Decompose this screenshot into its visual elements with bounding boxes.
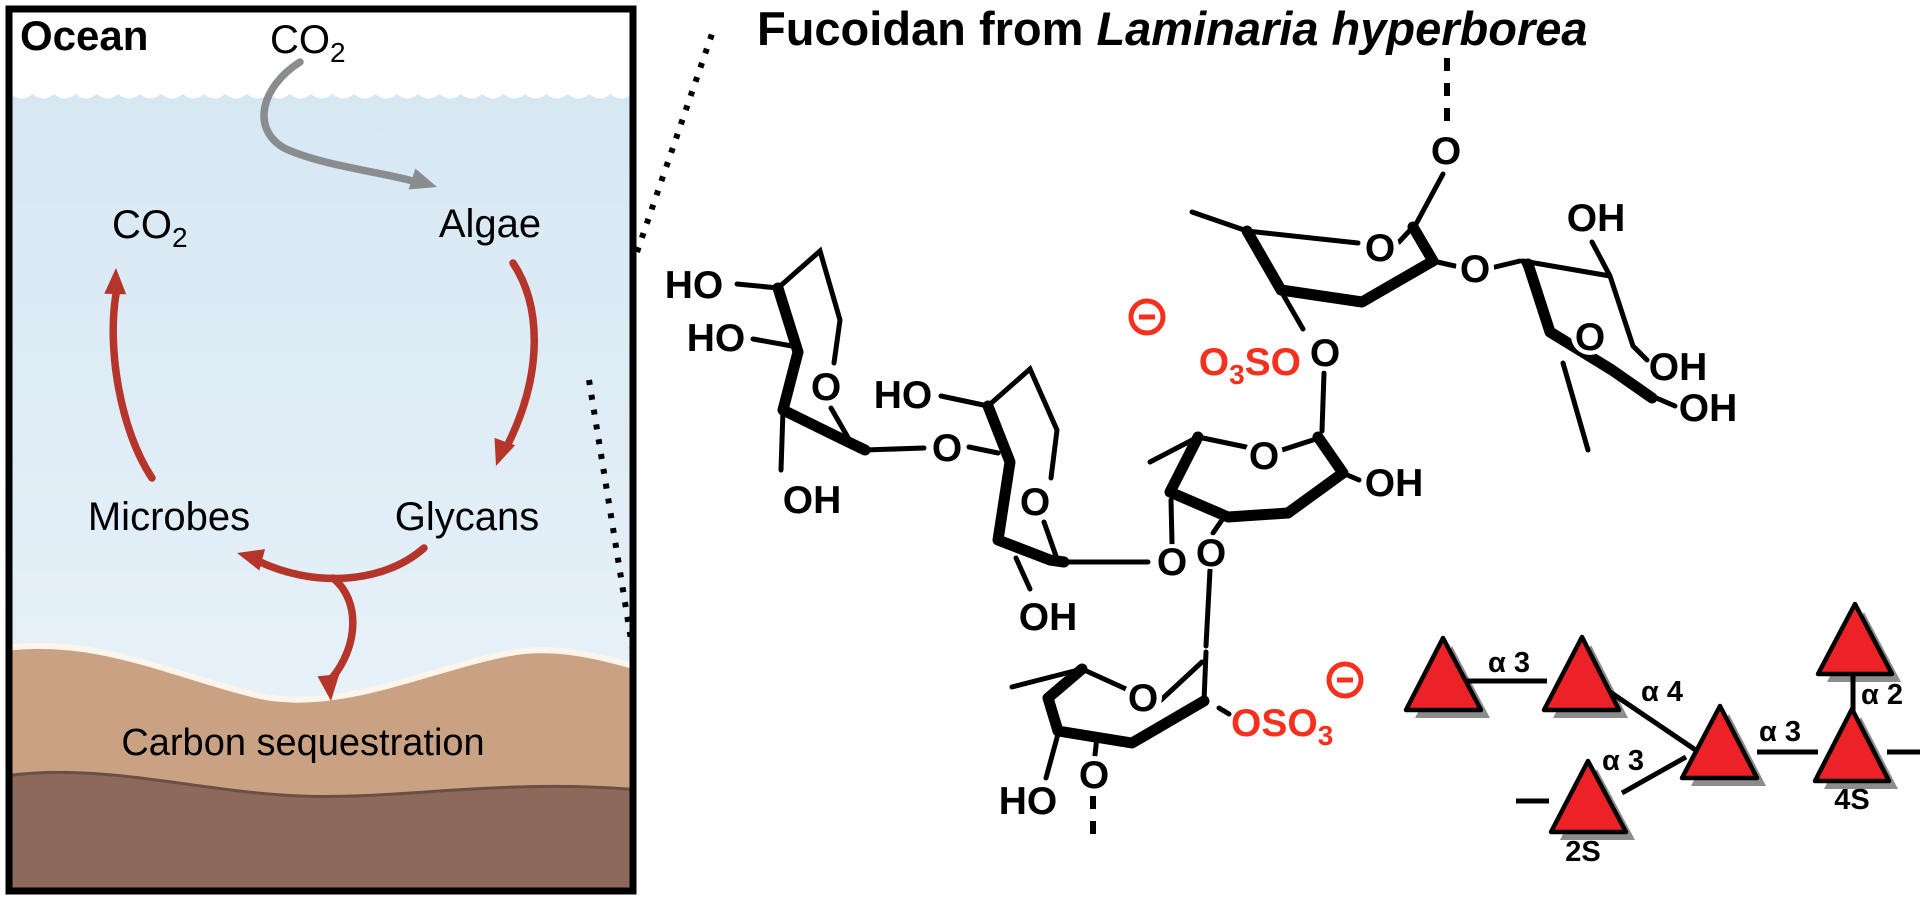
- negative-charge-icon: [1326, 661, 1364, 699]
- sulfate-oxygen-label: O: [1310, 332, 1340, 375]
- svg-text:O3SO: O3SO: [1199, 341, 1301, 390]
- atom-labels: HO HO OH O O HO OH O O O O OH O O O O OH…: [665, 130, 1738, 823]
- sulfation-label-4s: 4S: [1834, 784, 1869, 816]
- hydroxyl-label: OH: [1649, 346, 1708, 389]
- co2-dissolved-label: CO2: [112, 203, 188, 253]
- figure-title: Fucoidan from Laminaria hyperborea: [757, 2, 1588, 55]
- linkage-labels: α 3 α 4 α 3 α 3 α 2 2S 4S: [1488, 647, 1903, 868]
- microbes-to-co2-arrow: [104, 268, 156, 482]
- glycans-to-sediment-arrow: [317, 574, 357, 701]
- glycosidic-oxygen-label: O: [1431, 130, 1461, 173]
- linkage-lines: [1466, 674, 1920, 804]
- snfg-fucose-triangle-2s: [1548, 758, 1629, 835]
- snfg-fucose-triangle-6: [1815, 601, 1895, 677]
- arrowhead: [408, 168, 437, 190]
- zoom-callout-dotted-line-upper: [634, 27, 717, 253]
- ocean-panel-border: [5, 5, 637, 895]
- hydroxyl-label: OH: [1679, 387, 1738, 430]
- linkage-line-a4: [1608, 689, 1702, 756]
- glycosidic-oxygen-label: O: [1157, 541, 1187, 584]
- co2-uptake-arrow: [260, 58, 437, 190]
- svg-text:OSO3: OSO3: [1231, 702, 1333, 751]
- waterline: [11, 11, 632, 99]
- algae-to-glycans-arrow: [494, 259, 538, 466]
- carbon-sequestration-label: Carbon sequestration: [121, 722, 484, 764]
- arrowhead: [237, 549, 266, 571]
- glycosidic-oxygen-label: O: [1460, 248, 1490, 291]
- hydroxyl-label: HO: [687, 317, 746, 360]
- glycans-to-microbes-arrow: [237, 544, 428, 583]
- ring-oxygen-label: O: [1365, 227, 1395, 270]
- hydroxyl-label: OH: [783, 479, 842, 522]
- linkage-line-a3-branch: [1620, 754, 1688, 796]
- arrowhead: [104, 268, 127, 295]
- ring-oxygen-label: O: [1020, 481, 1050, 524]
- soil-layer: [11, 770, 632, 888]
- glycan-symbol-diagram: α 3 α 4 α 3 α 3 α 2 2S 4S: [1403, 601, 1920, 868]
- linkage-label-a2: α 2: [1861, 679, 1903, 711]
- chain-oxygen-label: O: [1079, 754, 1109, 797]
- linkage-label-a3-branch: α 3: [1602, 745, 1644, 777]
- hydroxyl-label: OH: [1567, 197, 1626, 240]
- atom-label-backplates: [807, 131, 1609, 792]
- ring-oxygen-label: O: [1128, 677, 1158, 720]
- hydroxyl-label: OH: [1365, 462, 1424, 505]
- hydroxyl-label: HO: [999, 780, 1058, 823]
- microbes-label: Microbes: [88, 495, 250, 539]
- snfg-fucose-triangle-4s: [1812, 706, 1892, 784]
- hydroxyl-label: OH: [1019, 596, 1078, 639]
- snfg-fucose-triangle-core: [1679, 703, 1760, 781]
- sulfate-group-upper: O3SO: [1128, 298, 1301, 390]
- linkage-label-a4: α 4: [1641, 676, 1683, 708]
- negative-charge-icon: [1128, 298, 1166, 336]
- glycosidic-oxygen-label: O: [1196, 532, 1226, 575]
- ocean-panel: Ocean CO2 CO2 Algae Microbes Glycans Car…: [5, 5, 637, 895]
- linkage-label-a3-1: α 3: [1488, 647, 1530, 679]
- structure-bonds-thin: [734, 171, 1678, 781]
- fucoidan-structure: HO HO OH O O HO OH O O O O OH O O O O OH…: [665, 58, 1738, 845]
- arrowhead: [494, 437, 516, 466]
- ring-oxygen-label: O: [1575, 316, 1605, 359]
- snfg-fucose-triangle-1: [1403, 635, 1484, 713]
- sulfation-label-2s: 2S: [1565, 836, 1600, 868]
- glycosidic-oxygen-label: O: [932, 427, 962, 470]
- glycans-label: Glycans: [395, 495, 540, 539]
- arrowhead: [317, 674, 340, 701]
- sulfate-group-lower: OSO3: [1231, 661, 1364, 751]
- hydroxyl-label: HO: [874, 374, 933, 417]
- co2-atmosphere-label: CO2: [270, 18, 346, 68]
- snfg-fucose-triangle-2: [1541, 634, 1622, 713]
- linkage-label-a3-2: α 3: [1759, 716, 1801, 748]
- zoom-callout-dotted-line-lower: [586, 379, 637, 659]
- algae-label: Algae: [439, 202, 541, 246]
- ring-oxygen-label: O: [811, 366, 841, 409]
- ring-oxygen-label: O: [1249, 435, 1279, 478]
- hydroxyl-label: HO: [665, 264, 724, 307]
- ocean-panel-title: Ocean: [20, 12, 148, 59]
